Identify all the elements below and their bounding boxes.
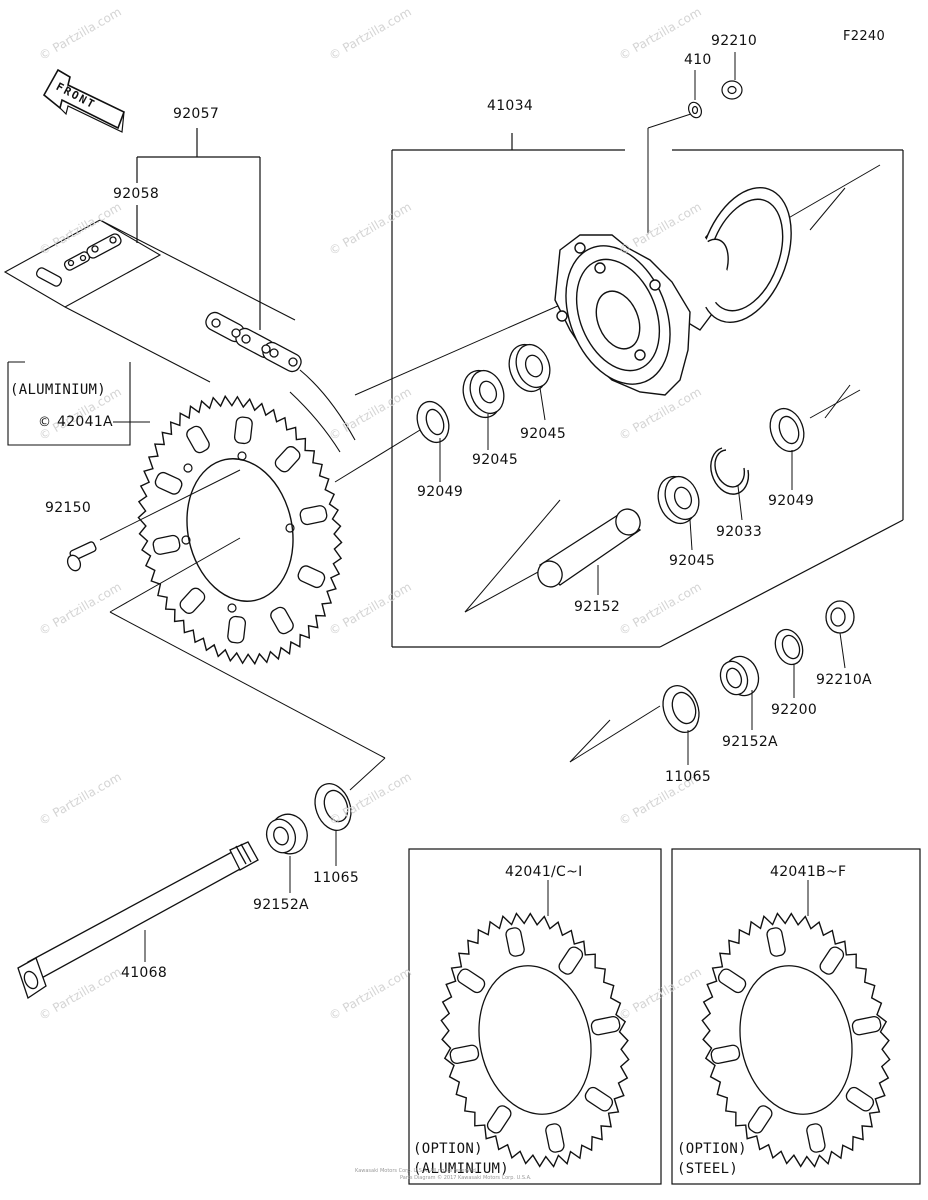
part-label-42041B-F: 42041B~F <box>770 864 847 880</box>
aluminium-label: (ALUMINIUM) <box>10 382 107 398</box>
part-label-11065-left: 11065 <box>313 870 360 886</box>
sprocket-window <box>766 927 786 957</box>
copyright-symbol: © <box>38 415 52 430</box>
option-sprocket-aluminium <box>440 912 630 1168</box>
sprocket-window <box>505 927 525 957</box>
sprocket-window <box>545 1123 565 1153</box>
bearing-92045-a-icon <box>462 369 505 419</box>
sprocket-window <box>851 1015 882 1036</box>
washer-410-icon <box>687 101 703 119</box>
seal-92049-right-icon <box>769 407 805 453</box>
seal-11065-right-icon <box>662 685 700 733</box>
sprocket-window <box>299 505 328 526</box>
part-label-92210: 92210 <box>711 33 758 49</box>
sprocket-window <box>845 1086 875 1112</box>
diagram-code: F2240 <box>843 29 886 44</box>
option-steel-line1: (OPTION) <box>677 1141 747 1157</box>
part-label-92049-right: 92049 <box>768 493 815 509</box>
washer-92200-icon <box>774 628 804 666</box>
seal-92049-left-icon <box>416 400 450 444</box>
sprocket-window <box>486 1105 512 1134</box>
option-aluminium-line2: (ALUMINIUM) <box>413 1161 510 1177</box>
chain-joint-box <box>3 219 296 383</box>
option-steel-box <box>671 848 921 1185</box>
spacer-92152-icon <box>537 508 642 588</box>
part-label-92049-left: 92049 <box>417 484 464 500</box>
part-label-11065-right: 11065 <box>665 769 712 785</box>
part-label-92045-c: 92045 <box>669 553 716 569</box>
part-label-92150: 92150 <box>45 500 92 516</box>
sprocket-window <box>152 534 181 555</box>
sprocket-window <box>274 446 301 473</box>
part-label-92152: 92152 <box>574 599 621 615</box>
sprocket-window <box>186 425 210 454</box>
sprocket-window <box>710 1044 741 1065</box>
hub-box-41034 <box>391 133 904 648</box>
part-label-92045-b: 92045 <box>520 426 567 442</box>
sprocket-window <box>456 968 486 994</box>
part-label-92152A-right: 92152A <box>722 734 778 750</box>
sprocket-window <box>590 1015 621 1036</box>
sprocket-window <box>558 946 584 975</box>
sprocket-window <box>806 1123 826 1153</box>
part-label-92152A-left: 92152A <box>253 897 309 913</box>
bracket-92057 <box>136 128 261 330</box>
sprocket-window <box>270 606 294 635</box>
sprocket-window <box>717 968 747 994</box>
option-aluminium-line1: (OPTION) <box>413 1141 483 1157</box>
sprocket-window <box>297 565 326 589</box>
axle-41068-icon <box>17 841 259 1000</box>
sprocket-window <box>747 1105 773 1134</box>
option-steel-line2: (STEEL) <box>677 1161 739 1177</box>
part-label-92058: 92058 <box>113 186 160 202</box>
part-label-410: 410 <box>684 52 712 68</box>
chain-run-lines <box>289 369 356 453</box>
chain-master-link-icon <box>35 233 122 287</box>
sprocket-window <box>227 615 247 644</box>
sprocket-window <box>233 416 253 445</box>
circlip-92033-icon <box>710 447 750 495</box>
sprocket-window <box>179 587 206 614</box>
option-sprocket-steel <box>701 912 891 1168</box>
aluminium-label-box <box>7 361 150 446</box>
bearing-92045-c-icon <box>657 475 700 525</box>
copyright-line-1: Kawasaki Motors Corp. U.S.A. All rights … <box>355 1168 478 1174</box>
part-label-41034: 41034 <box>487 98 534 114</box>
collar-92152A-left-icon <box>265 813 308 855</box>
part-label-92200: 92200 <box>771 702 818 718</box>
part-label-92210A: 92210A <box>816 672 872 688</box>
part-label-42041A: 42041A <box>57 414 113 430</box>
bearing-92045-b-icon <box>508 343 551 393</box>
axis-lines <box>99 111 881 791</box>
part-label-92045-a: 92045 <box>472 452 519 468</box>
nut-92210A-icon <box>825 600 855 634</box>
part-label-42041-C-I: 42041/C~I <box>505 864 583 880</box>
part-label-41068: 41068 <box>121 965 168 981</box>
nut-92210-icon <box>721 80 743 100</box>
front-arrow-icon <box>42 68 126 133</box>
sprocket-window <box>584 1086 614 1112</box>
leader-lines <box>144 52 846 962</box>
part-label-92057: 92057 <box>173 106 220 122</box>
sprocket-window <box>819 946 845 975</box>
copyright-line-2: Parts Diagram © 2017 Kawasaki Motors Cor… <box>400 1175 532 1181</box>
seal-11065-left-icon <box>314 783 352 831</box>
part-label-92033: 92033 <box>716 524 763 540</box>
rear-sprocket-42041A <box>137 394 343 666</box>
sprocket-window <box>154 471 183 495</box>
rear-hub-41034-icon <box>554 186 792 396</box>
drive-chain-icon <box>205 311 302 373</box>
bolt-92150-icon <box>66 541 97 572</box>
option-aluminium-box <box>408 848 662 1185</box>
sprocket-window <box>449 1044 480 1065</box>
collar-92152A-right-icon <box>719 655 760 697</box>
